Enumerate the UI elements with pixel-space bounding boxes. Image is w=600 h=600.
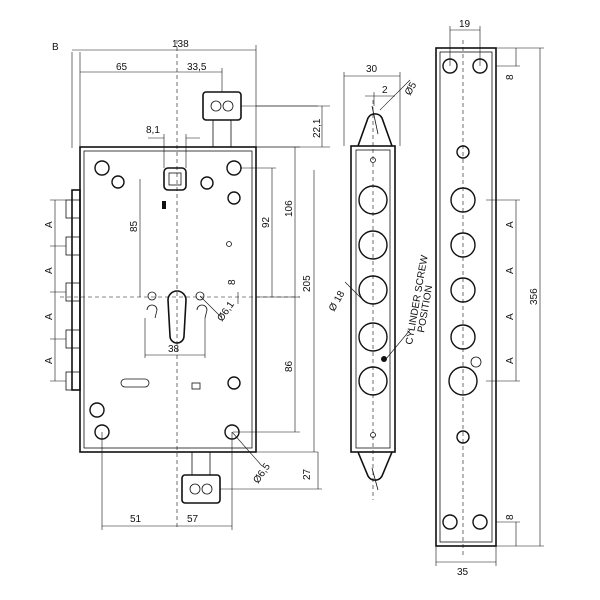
bolt-hole bbox=[358, 322, 388, 352]
bolt-hole bbox=[448, 366, 478, 396]
dim-d18: Ø 18 bbox=[327, 289, 348, 314]
bottom-tongue bbox=[357, 451, 393, 481]
dim-86: 86 bbox=[284, 360, 295, 372]
dim-ra-2: A bbox=[505, 267, 516, 274]
long-faceplate-holes bbox=[442, 58, 488, 530]
cylinder-cutout bbox=[146, 290, 208, 344]
dim-51: 51 bbox=[130, 514, 142, 525]
top-vertical-bolt bbox=[202, 91, 242, 147]
screw bbox=[94, 160, 110, 176]
dim-92: 92 bbox=[261, 216, 272, 228]
bottom-bolt-head bbox=[181, 474, 221, 504]
side-bolt bbox=[65, 371, 81, 391]
screw bbox=[111, 175, 125, 189]
dim-ra-4: A bbox=[505, 357, 516, 364]
top-tongue bbox=[357, 113, 393, 147]
screw bbox=[89, 402, 105, 418]
dim-ra-1: A bbox=[505, 221, 516, 228]
screw bbox=[227, 191, 241, 205]
faceplate-side-view bbox=[350, 100, 396, 500]
long-faceplate bbox=[435, 47, 497, 547]
dim-22-1: 22,1 bbox=[312, 118, 323, 138]
dim-8-top: 8 bbox=[505, 74, 516, 80]
dim-19: 19 bbox=[459, 19, 471, 30]
dim-356: 356 bbox=[529, 288, 540, 305]
dim-205: 205 bbox=[302, 275, 313, 292]
dim-57: 57 bbox=[187, 514, 199, 525]
dim-30: 30 bbox=[366, 64, 378, 75]
screw bbox=[226, 160, 242, 176]
dim-a-1: A bbox=[44, 221, 55, 228]
spindle-hole bbox=[163, 167, 187, 191]
full-faceplate-dimensions: 19 8 A A A A 356 8 35 bbox=[435, 19, 544, 578]
bolt-hole bbox=[358, 230, 388, 260]
screw bbox=[200, 176, 214, 190]
dim-33-5: 33,5 bbox=[187, 62, 207, 73]
mount-hole bbox=[472, 514, 488, 530]
side-bolt bbox=[65, 236, 81, 256]
slot bbox=[120, 378, 150, 388]
dim-ra-3: A bbox=[505, 313, 516, 320]
dim-b: B bbox=[52, 42, 59, 53]
dim-d6-5: Ø6,5 bbox=[251, 461, 273, 485]
mount-hole bbox=[442, 514, 458, 530]
full-faceplate-view bbox=[435, 40, 497, 555]
top-bolt-head bbox=[202, 91, 242, 121]
side-bolt bbox=[65, 199, 81, 219]
dim-8: 8 bbox=[227, 279, 238, 285]
dim-85: 85 bbox=[129, 220, 140, 232]
side-bolt bbox=[65, 329, 81, 349]
cylinder-screw bbox=[381, 356, 387, 362]
side-bolts bbox=[65, 199, 81, 391]
dim-2: 2 bbox=[382, 85, 388, 96]
faceplate bbox=[71, 189, 81, 391]
lock-body-dimensions: B 138 65 33,5 8,1 22,1 106 92 85 8 205 8… bbox=[44, 39, 330, 530]
side-bolt bbox=[65, 282, 81, 302]
dim-65: 65 bbox=[116, 62, 128, 73]
dim-8-bottom: 8 bbox=[505, 514, 516, 520]
dim-a-3: A bbox=[44, 313, 55, 320]
dim-35: 35 bbox=[457, 567, 469, 578]
dim-106: 106 bbox=[284, 200, 295, 217]
dim-a-4: A bbox=[44, 357, 55, 364]
lock-body-view bbox=[60, 40, 300, 530]
dim-d6-1: Ø6,1 bbox=[215, 299, 237, 323]
dim-8-1: 8,1 bbox=[146, 125, 160, 136]
screw bbox=[227, 376, 241, 390]
dim-138: 138 bbox=[172, 39, 189, 50]
dim-a-2: A bbox=[44, 267, 55, 274]
dim-d5: Ø5 bbox=[403, 80, 419, 97]
bottom-vertical-bolt bbox=[181, 452, 221, 504]
lock-case-inner bbox=[83, 150, 253, 449]
dim-27: 27 bbox=[302, 468, 313, 480]
dim-38: 38 bbox=[168, 344, 180, 355]
